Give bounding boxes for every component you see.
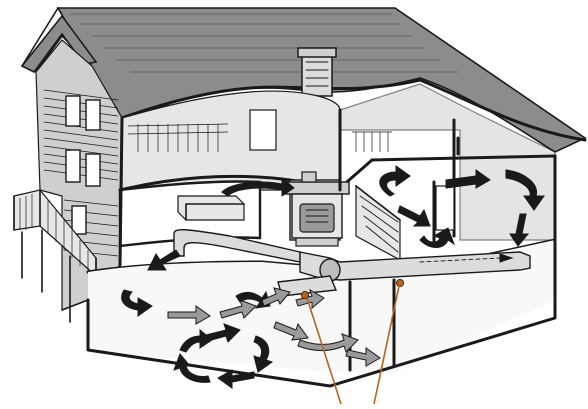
outer-frame-lines	[61, 108, 460, 311]
lower-window	[71, 205, 87, 235]
stairs-upper	[355, 184, 401, 262]
upper-window-2	[85, 99, 101, 131]
airflow-basement	[173, 288, 381, 389]
sofa	[177, 195, 245, 221]
mid-window-2	[85, 153, 101, 187]
mid-window-1	[65, 149, 81, 183]
wood-stove	[282, 171, 350, 247]
airflow-main-floor	[121, 176, 295, 325]
stairwell-wall	[432, 118, 456, 246]
airflow-upper-room	[379, 165, 545, 248]
leader-line-right	[373, 285, 400, 405]
sensor-dot-right	[395, 278, 404, 287]
upper-right-railing	[352, 131, 392, 152]
loft-railing	[127, 123, 229, 152]
upper-interior	[121, 83, 556, 241]
sensor-callouts	[300, 278, 404, 405]
sensor-dot-left	[300, 290, 309, 299]
leader-line-left	[306, 297, 342, 405]
left-exterior-wall	[35, 39, 123, 311]
upper-window-1	[65, 95, 81, 127]
chimney	[297, 47, 337, 97]
upper-doorway	[249, 109, 277, 151]
